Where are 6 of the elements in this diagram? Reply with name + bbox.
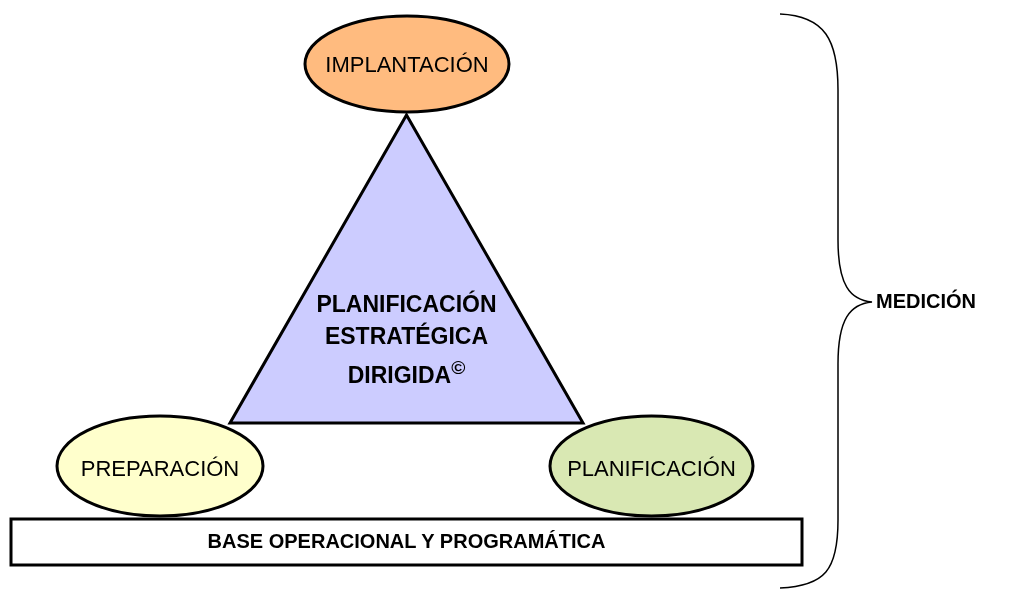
bar-label: BASE OPERACIONAL Y PROGRAMÁTICA <box>206 530 607 553</box>
phase-label: PLANIFICACIÓN <box>566 456 737 482</box>
phase-label: PREPARACIÓN <box>79 456 241 482</box>
phase-label: IMPLANTACIÓN <box>324 52 490 78</box>
brace-label: MEDICIÓN <box>876 290 976 313</box>
triangle-title: PLANIFICACIÓN ESTRATÉGICA DIRIGIDA$^{©}$ <box>315 289 498 390</box>
